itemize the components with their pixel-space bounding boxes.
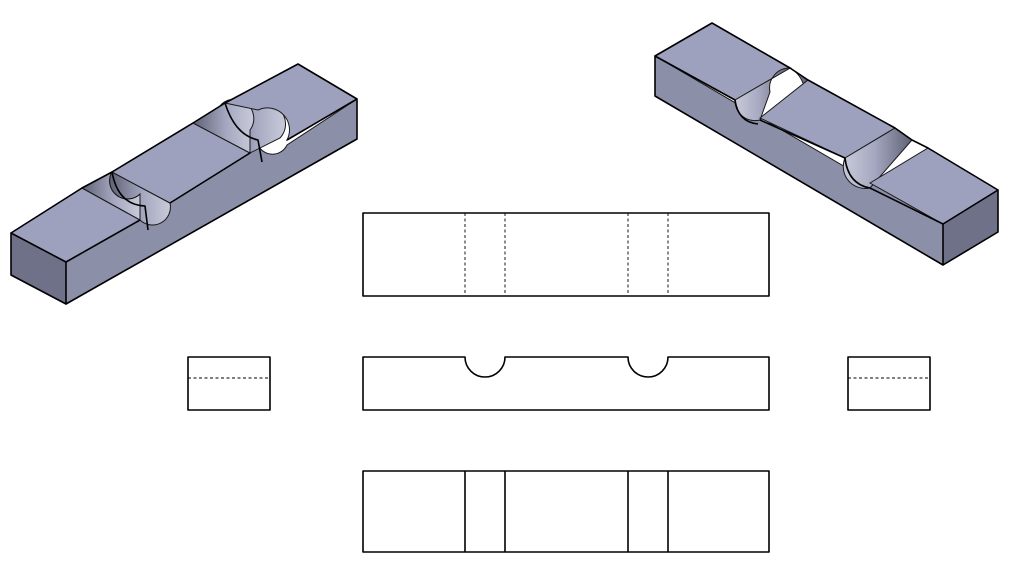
right-side-view-outline [847, 356, 931, 411]
iso-left-groove-2-curve [224, 102, 263, 163]
right-side-view [847, 356, 931, 411]
left-side-view [187, 356, 271, 411]
isometric-view-left [10, 63, 358, 305]
iso-left-groove-1-inner [109, 171, 171, 226]
left-side-view-outline [187, 356, 271, 411]
iso-right-groove-1-curve [734, 99, 759, 125]
iso-right-outline [654, 22, 999, 266]
iso-left-groove-1-curve [111, 171, 149, 231]
iso-right-top-front-edge-2 [759, 119, 846, 159]
front-view-outline [362, 356, 770, 411]
iso-left-top-front-edge-2 [169, 152, 251, 204]
bottom-view [362, 470, 770, 553]
iso-right-top-front-edge [654, 55, 736, 101]
iso-left-top-front-edge-3 [286, 98, 358, 141]
front-view [362, 356, 770, 411]
top-view-outline [362, 212, 770, 297]
bottom-view-outline [362, 470, 770, 553]
iso-right-groove-2-curve [844, 157, 871, 189]
iso-left-outline [10, 63, 358, 305]
iso-left-top-front-edge [10, 219, 141, 263]
isometric-view-right [653, 22, 999, 266]
top-view [362, 212, 770, 297]
